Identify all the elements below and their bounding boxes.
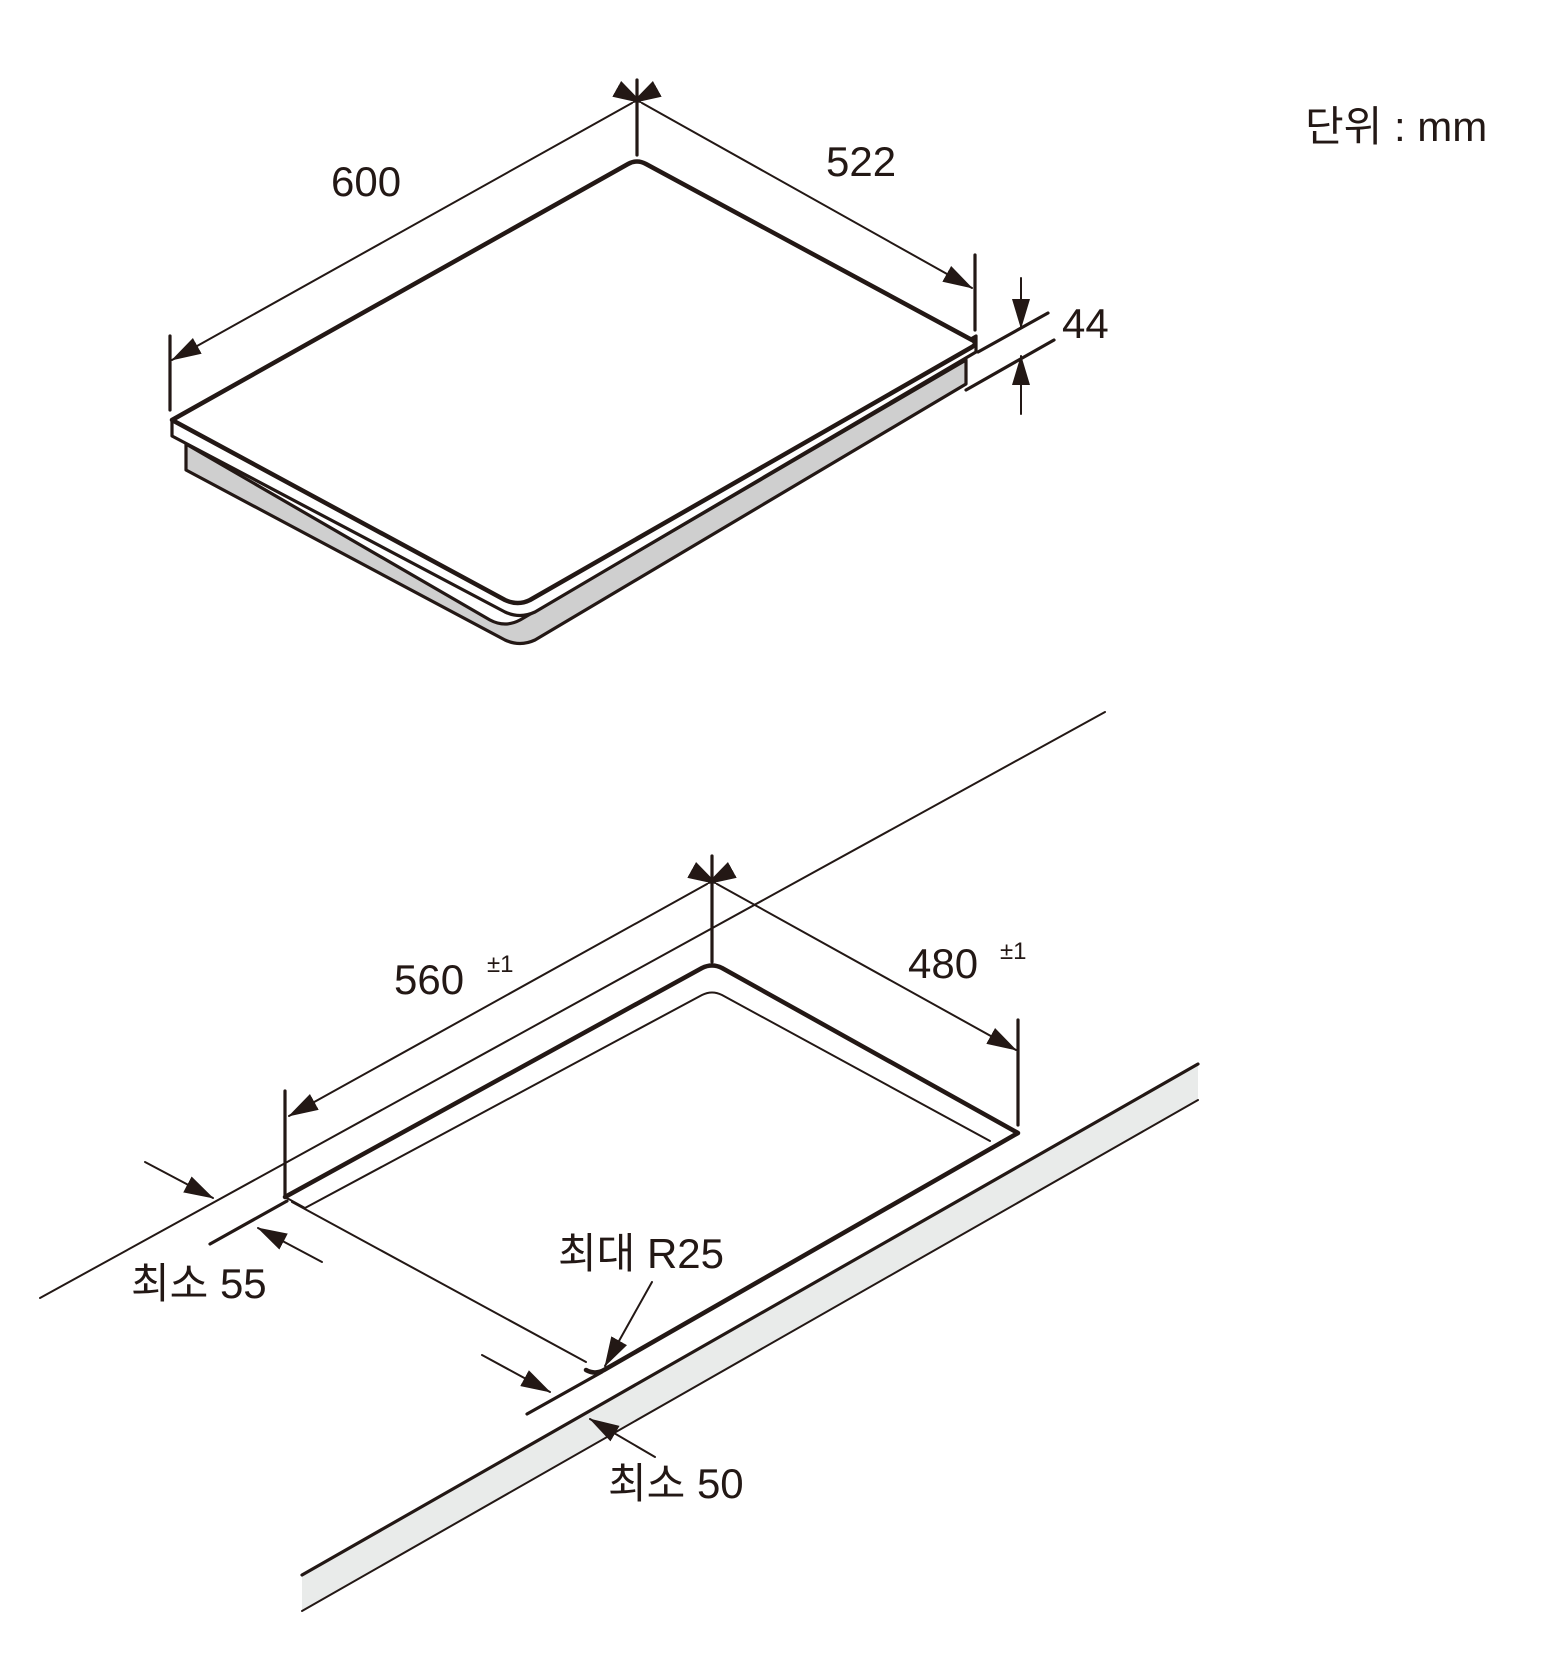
width-600-dimension-line — [171, 80, 662, 361]
cooktop-height-label: 44 — [1062, 300, 1109, 347]
front-clearance-extension — [525, 1370, 604, 1416]
cutout-width-label: 560 — [394, 956, 464, 1003]
height-extension-upper — [976, 311, 1050, 354]
counter-front-edge-bottom — [301, 1099, 1199, 1612]
cutout-width-dimension-line — [288, 862, 737, 1117]
height-extension-lower — [964, 338, 1056, 392]
front-clearance-arrow-out — [589, 1418, 656, 1458]
cutout-depth-label: 480 — [908, 940, 978, 987]
rear-clearance-extension — [208, 1199, 289, 1246]
rear-clearance-arrow-out — [257, 1227, 323, 1263]
front-clearance-label: 최소 50 — [608, 1460, 744, 1507]
cutout-width-tolerance: ±1 — [487, 951, 514, 978]
countertop-drawing — [39, 711, 1200, 1612]
cooktop-width-label: 600 — [331, 158, 401, 205]
corner-radius-leader — [604, 1281, 653, 1367]
counter-front-edge — [302, 1064, 1198, 1611]
counter-front-edge-top — [300, 1062, 1200, 1577]
cooktop-drawing — [169, 159, 978, 646]
rear-clearance-arrow-in — [144, 1161, 214, 1199]
corner-radius-label: 최대 R25 — [558, 1230, 724, 1277]
cutout-inner-outline — [284, 991, 991, 1209]
unit-label: 단위 : mm — [1305, 103, 1487, 150]
cutout-inner-left — [291, 1201, 587, 1363]
cutout-depth-tolerance: ±1 — [1000, 938, 1027, 965]
cutout-outline — [282, 963, 1021, 1375]
depth-522-dimension-line — [612, 80, 973, 289]
front-clearance-arrow-in — [481, 1354, 551, 1393]
cooktop-glass-top — [169, 159, 978, 606]
cooktop-depth-label: 522 — [826, 138, 896, 185]
cooktop-dimensions — [168, 78, 1056, 415]
rear-clearance-label: 최소 55 — [131, 1260, 267, 1307]
cooktop-body — [184, 358, 968, 646]
cutout-depth-dimension-line — [687, 862, 1017, 1051]
